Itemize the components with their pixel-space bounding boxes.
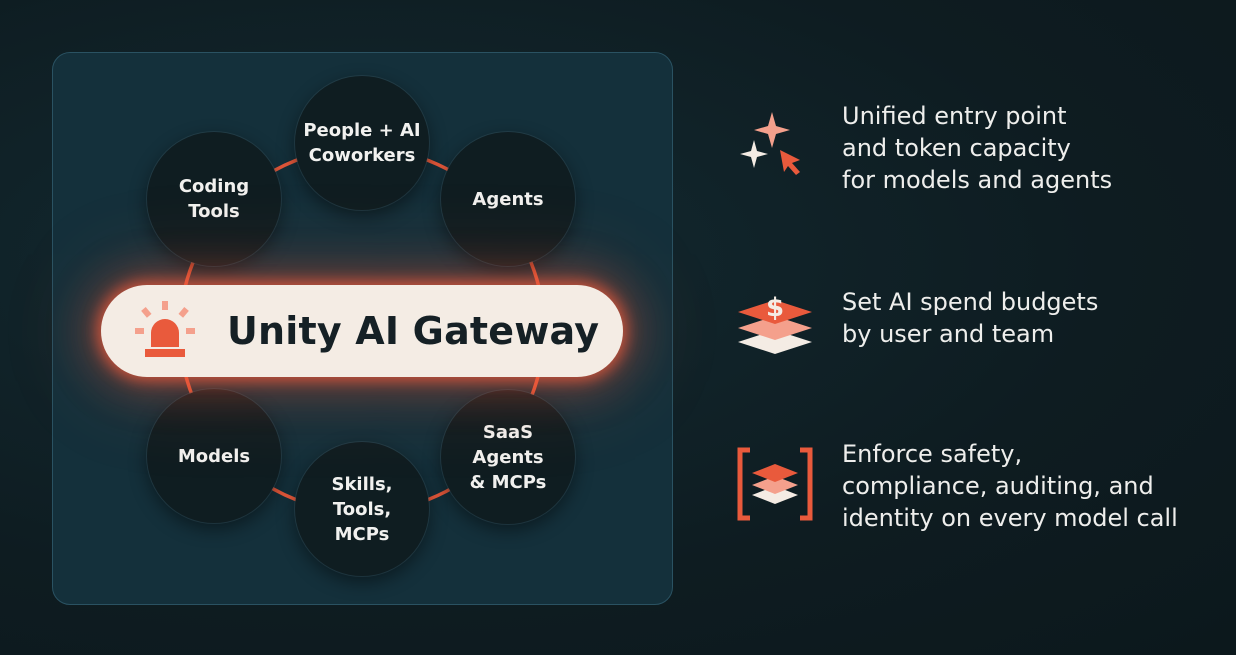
gateway-title: Unity AI Gateway [227,309,600,353]
feature-text: Enforce safety, compliance, auditing, an… [842,440,1178,532]
node-coding-tools: Coding Tools [147,132,281,266]
bracket-layers-icon [737,447,813,521]
node-label: Agents [472,188,544,210]
node-agents: Agents [441,132,575,266]
feature-spend-budgets: $ Set AI spend budgets by user and team [730,286,1210,366]
node-models: Models [147,389,281,523]
svg-text:$: $ [766,293,784,323]
feature-enforce-safety: Enforce safety, compliance, auditing, an… [730,438,1210,538]
node-people-ai-coworkers: People + AI Coworkers [295,76,429,210]
sparkle-cursor-icon [740,112,800,175]
feature-text: Unified entry point and token capacity f… [842,102,1113,194]
dollar-layers-icon: $ [738,293,812,354]
node-label: People + AI Coworkers [303,120,421,166]
node-label: Models [177,445,251,467]
node-label: SaaS Agents & MCPs [469,421,547,493]
node-saas-agents-mcps: SaaS Agents & MCPs [441,390,575,524]
node-label: Coding Tools [178,176,250,222]
alarm-siren-icon [135,301,195,357]
feature-text: Set AI spend budgets by user and team [842,288,1099,348]
feature-unified-entry: Unified entry point and token capacity f… [730,100,1210,200]
gateway-pill: Unity AI Gateway [101,285,623,377]
node-label: Skills, Tools, MCPs [331,473,393,545]
node-skills-tools-mcps: Skills, Tools, MCPs [295,442,429,576]
